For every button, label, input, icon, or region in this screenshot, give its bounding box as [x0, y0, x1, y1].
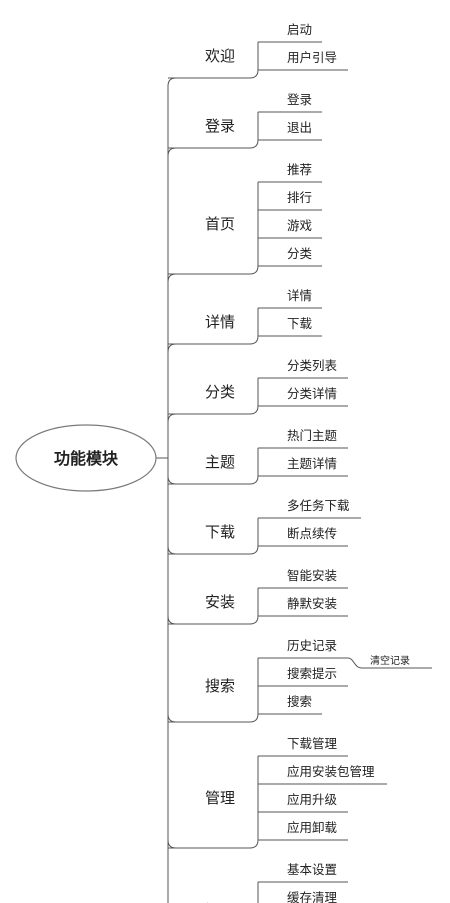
leaf-label: 历史记录 — [287, 638, 337, 653]
branch-connector — [156, 147, 177, 459]
leaf-label: 下载管理 — [287, 736, 338, 751]
leaf-connector — [257, 882, 259, 903]
leaf-label: 排行 — [287, 190, 312, 205]
leaf-label: 基本设置 — [287, 862, 337, 877]
leaf-label: 多任务下载 — [287, 498, 350, 513]
leaf-connector — [249, 42, 259, 79]
branch-connector — [156, 457, 177, 625]
leaf-connector — [249, 658, 259, 723]
module-label: 首页 — [205, 215, 235, 233]
leaf-label: 详情 — [287, 288, 312, 303]
leaf-label: 用户引导 — [287, 50, 337, 65]
module-list: 启动用户引导欢迎登录退出登录推荐排行游戏分类首页详情下载详情分类列表分类详情分类… — [168, 22, 432, 903]
branch-connector — [156, 457, 177, 723]
module-label: 安装 — [205, 593, 235, 611]
leaf-label: 应用升级 — [287, 792, 338, 807]
leaf-label: 分类详情 — [287, 386, 337, 401]
module-label: 详情 — [205, 313, 235, 331]
module-group: 基本设置缓存清理下载目录配置设置 — [205, 862, 348, 903]
module-label: 管理 — [205, 789, 235, 807]
branch-connector — [156, 77, 177, 459]
root-title: 功能模块 — [54, 449, 119, 468]
leaf-label: 游戏 — [287, 218, 312, 233]
leaf-label: 启动 — [287, 22, 312, 37]
leaf-label: 分类列表 — [287, 358, 338, 373]
module-label: 欢迎 — [205, 47, 235, 65]
leaf-label: 退出 — [287, 120, 312, 135]
root-node: 功能模块 — [15, 424, 157, 492]
leaf-label: 搜索提示 — [287, 666, 337, 681]
leaf-connector — [249, 448, 259, 485]
branch-connector — [156, 457, 177, 555]
branch-connector — [156, 343, 177, 459]
leaf-label: 热门主题 — [287, 428, 338, 443]
branch-connector — [156, 457, 177, 849]
leaf-label: 应用安装包管理 — [287, 764, 375, 779]
branch-connector — [156, 413, 177, 459]
module-label: 下载 — [205, 523, 235, 541]
leaf-label: 应用卸载 — [287, 820, 338, 835]
leaf-connector — [249, 378, 259, 415]
leaf-connector — [249, 182, 259, 275]
leaf-connector — [249, 588, 259, 625]
leaf-label: 主题详情 — [287, 456, 337, 471]
leaf-connector — [249, 518, 259, 555]
module-label: 主题 — [205, 453, 235, 471]
leaf-label: 分类 — [287, 246, 313, 261]
leaf-connector — [249, 756, 259, 849]
branch-connector — [156, 457, 169, 903]
sub-connector — [347, 657, 363, 669]
module-label: 搜索 — [205, 677, 235, 695]
module-label: 设置 — [205, 901, 235, 903]
leaf-label: 静默安装 — [287, 596, 337, 611]
root-oval — [15, 424, 157, 492]
leaf-connector — [249, 112, 259, 149]
leaf-label: 推荐 — [287, 162, 312, 177]
leaf-label: 搜索 — [287, 694, 312, 709]
leaf-label: 登录 — [287, 92, 312, 107]
leaf-label: 断点续传 — [287, 526, 337, 541]
connector-lines — [156, 77, 177, 903]
leaf-label: 下载 — [287, 316, 313, 331]
branch-connector — [156, 273, 177, 459]
leaf-label: 智能安装 — [287, 568, 337, 583]
sub-label: 清空记录 — [370, 654, 410, 667]
module-label: 分类 — [205, 383, 235, 401]
module-label: 登录 — [205, 117, 235, 135]
leaf-label: 缓存清理 — [287, 890, 338, 903]
leaf-connector — [249, 308, 259, 345]
branch-connector — [156, 457, 177, 485]
